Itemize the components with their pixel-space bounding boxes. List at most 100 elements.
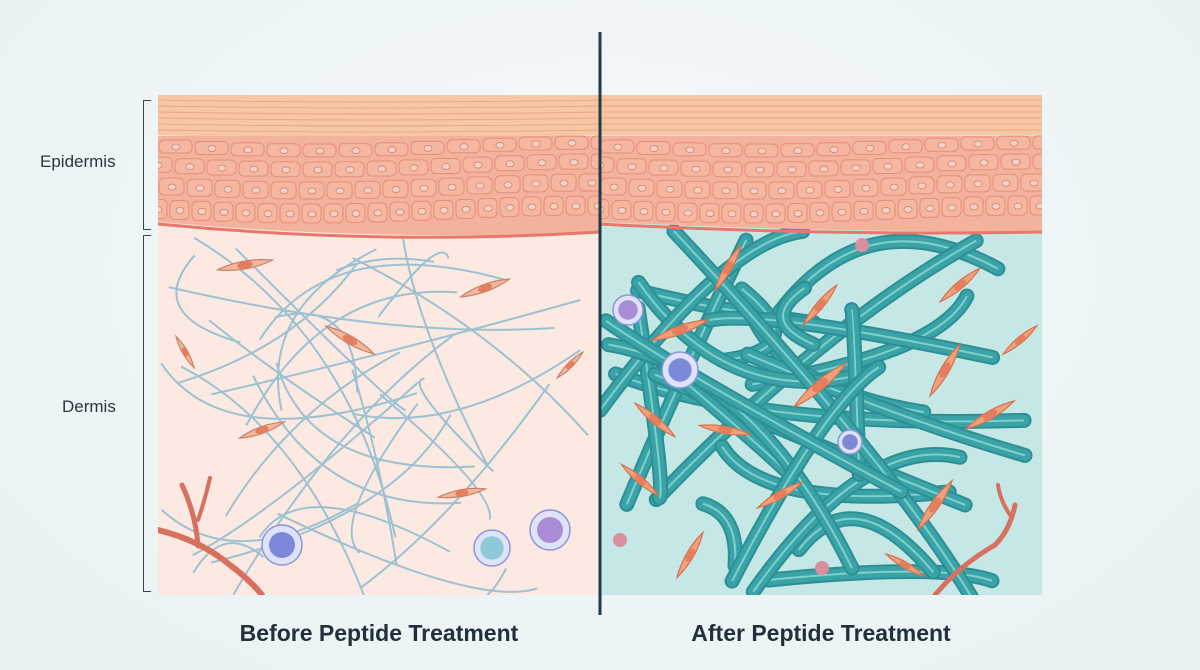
stratum-corneum [158,95,600,139]
cell-nucleus [771,210,781,218]
cell-nucleus [241,209,251,217]
cell-nucleus [1044,159,1052,165]
cell-nucleus [883,163,893,170]
cell-nucleus [901,143,911,151]
cell-nucleus [167,183,177,191]
cell-nucleus [649,145,659,152]
before-collagen-fibers [160,236,589,595]
collagen-fiber-thin [161,502,359,543]
cell-nucleus [587,179,597,187]
after-dermal-cells [612,238,1039,580]
fibroblast-nucleus [723,261,733,275]
cell-nucleus [377,165,387,173]
dermis-bracket [143,235,151,592]
cell-nucleus [571,202,581,210]
cell-nucleus [158,161,163,169]
cell-nucleus [158,206,163,213]
cell-nucleus [683,209,693,217]
fibroblast-nucleus [478,283,492,293]
fibroblast-nucleus [255,426,269,434]
fibroblast-nucleus [812,377,828,393]
cell-nucleus [505,160,515,168]
cell-nucleus [459,143,469,151]
before-epidermis [158,95,600,239]
collagen-fiber-thin [168,286,555,331]
collagen-fiber-thin [418,377,495,473]
cell-nucleus [979,159,989,167]
cell-nucleus [423,144,433,152]
keratin-line [158,117,600,121]
cell-nucleus [329,210,339,218]
keratin-line [158,111,600,115]
cell-nucleus [793,210,803,217]
collagen-fiber-thin [351,349,581,420]
cell-nucleus [473,161,483,169]
fibroblast-nucleus [899,560,911,570]
cell-nucleus [527,203,537,211]
cell-nucleus [195,184,205,192]
epidermis-bracket [143,100,151,230]
cell-nucleus [819,165,829,173]
cell-nucleus [815,209,825,217]
basement-membrane [600,222,1042,235]
cell-nucleus [307,210,317,218]
cell-nucleus [749,187,759,195]
after-caption: After Peptide Treatment [691,620,951,646]
cell-nucleus [351,147,361,155]
cell-nucleus [1013,202,1023,210]
cell-nucleus [705,210,715,217]
fibroblast-nucleus [671,325,689,335]
keratin-line [158,129,600,133]
collagen-fiber-thin [175,254,241,344]
immune-cell-nucleus [537,517,563,543]
fibroblast-nucleus [342,334,358,346]
cell-nucleus [419,184,429,192]
stratum-corneum [600,95,1042,135]
cell-nucleus [757,147,767,155]
fibroblast-nucleus [773,490,787,500]
cell-nucleus [881,206,891,214]
cell-nucleus [665,185,675,193]
collagen-fiber-thin [178,262,358,384]
cell-nucleus [755,166,765,174]
collagen-fiber-thin [379,393,492,520]
cell-nucleus [281,166,291,174]
cell-nucleus [721,187,731,195]
basement-membrane [158,222,600,239]
keratin-line [158,123,600,127]
immune-cell-nucleus [269,532,295,558]
cell-nucleus [903,205,913,213]
fibroblast-nucleus [717,426,733,434]
cell-nucleus [217,164,227,172]
epidermal-cell [1032,135,1042,150]
cell-nucleus [263,210,273,217]
fibroblast-nucleus [1014,335,1026,345]
cell-nucleus [483,205,493,212]
cell-nucleus [315,147,325,155]
cell-nucleus [279,187,289,195]
collagen-fiber-thin [360,383,551,589]
cell-nucleus [915,161,925,169]
cell-nucleus [691,165,701,173]
fibroblast-nucleus [982,409,998,421]
cell-nucleus [617,207,627,214]
collagen-fiber-thin [351,369,398,566]
cell-nucleus [889,183,899,191]
collagen-fiber-thin [210,414,452,564]
cell-nucleus [973,180,983,188]
cell-nucleus [395,208,405,216]
cell-nucleus [447,183,457,191]
cell-nucleus [859,207,869,215]
cell-nucleus [865,144,875,152]
collagen-fiber-thin [232,333,456,595]
cell-nucleus [639,208,649,215]
fibroblast-nucleus [648,414,662,426]
cell-nucleus [1035,202,1042,210]
collagen-fiber-thin [275,362,475,469]
keratin-line [158,105,600,109]
cell-nucleus [249,165,259,173]
fibroblast-nucleus [455,489,469,497]
collagen-fiber-thin [245,290,458,426]
